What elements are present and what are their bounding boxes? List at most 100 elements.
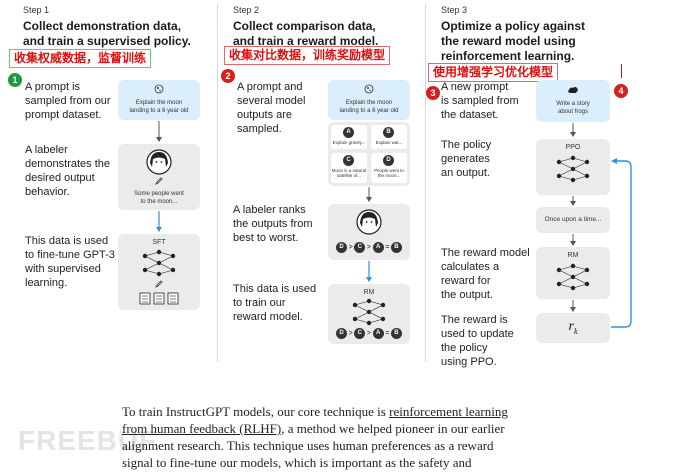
step1-desc-finetune: This data is used to fine-tune GPT-3 wit… <box>25 234 115 290</box>
labeler-avatar-icon <box>146 149 172 175</box>
desc-line: an output. <box>441 167 490 179</box>
labeler-text: Some people went <box>134 191 184 197</box>
step1-annotation: 收集权威数据，监督训练 <box>9 49 152 68</box>
neural-network-icon <box>556 155 590 183</box>
desc-line: generates <box>441 153 490 165</box>
step1-title-line1: Collect demonstration data, <box>23 19 182 33</box>
prompt-text: Explain the moon <box>345 100 393 106</box>
desc-line: A prompt and <box>237 81 303 93</box>
option-text: Explain gravity... <box>332 140 366 145</box>
step3-desc-reward: The reward model calculates a reward for… <box>441 246 530 302</box>
down-arrow-icon <box>156 121 162 142</box>
desc-line: behavior. <box>25 186 70 198</box>
watermark-logo: FREEBUF <box>18 425 158 456</box>
step1-prompt-card: Explain the moon landing to a 6 year old <box>118 80 200 120</box>
rank-operator: = <box>385 244 390 251</box>
step-divider <box>425 4 426 362</box>
option-text: the moon... <box>377 173 401 178</box>
rm-label: RM <box>363 289 375 296</box>
rank-item: B <box>390 242 402 253</box>
rank-item: C <box>354 242 366 253</box>
step1-title-line2: and train a supervised policy. <box>23 34 191 48</box>
rank-operator: > <box>348 330 353 337</box>
desc-line: The policy <box>441 139 492 151</box>
red-marker-line <box>621 64 622 78</box>
reward-value: rk <box>536 319 610 336</box>
desc-line: calculates a <box>441 261 500 273</box>
step2-desc-sample: A prompt and several model outputs are s… <box>237 80 305 136</box>
option-letter: C <box>343 155 354 166</box>
option-text: satellite of... <box>336 173 361 178</box>
desc-line: A new prompt <box>441 81 509 93</box>
desc-line: The reward is <box>441 314 508 326</box>
desc-line: to train our <box>233 297 286 309</box>
neural-network-icon <box>352 298 386 326</box>
option-text: Explain war... <box>375 140 403 145</box>
frog-icon <box>568 86 578 93</box>
rlhf-link[interactable]: reinforcement learning <box>389 404 508 419</box>
step4-badge: 4 <box>614 84 628 98</box>
step2-title-line1: Collect comparison data, <box>233 19 376 33</box>
desc-line: demonstrates the <box>25 158 110 170</box>
step2-badge: 2 <box>221 69 235 83</box>
step2-label: Step 2 <box>233 5 260 15</box>
rank-operator: > <box>366 244 372 251</box>
prompt-text: Explain the moon <box>135 100 183 106</box>
step3-badge: 3 <box>426 86 440 100</box>
step3-title-line3: reinforcement learning. <box>441 49 575 63</box>
step-divider <box>217 4 218 362</box>
prompt-text: landing to a 6 year old <box>339 108 399 114</box>
desc-line: outputs are <box>237 109 293 121</box>
desc-line: learning. <box>25 277 68 289</box>
output-option-a: A Explain gravity... <box>331 125 367 149</box>
documents-icon <box>139 292 179 305</box>
rm-label: RM <box>567 252 579 259</box>
step3-ppo-card: PPO <box>536 139 610 195</box>
prompt-text: landing to a 6 year old <box>129 108 189 114</box>
desc-line: the policy <box>441 342 488 354</box>
rank-operator: > <box>348 244 353 251</box>
ranking-row: D > C > A = B <box>336 242 402 253</box>
down-arrow-icon <box>366 187 372 202</box>
rlhf-link[interactable]: from human feedback (RLHF) <box>122 421 282 436</box>
reward-subscript: k <box>573 326 578 336</box>
step2-annotation: 收集对比数据，训练奖励模型 <box>224 46 391 65</box>
desc-line: A labeler ranks <box>233 204 306 216</box>
rank-item: A <box>372 242 384 253</box>
step1-label: Step 1 <box>23 5 50 15</box>
step3-label: Step 3 <box>441 5 468 15</box>
paragraph-text: , a method we helped pioneer in our earl… <box>281 421 505 436</box>
desc-line: the outputs from <box>233 218 313 230</box>
option-letter: A <box>343 127 354 138</box>
moon-icon <box>154 84 164 94</box>
labeler-avatar-icon <box>356 209 382 235</box>
desc-line: A prompt is <box>25 81 81 93</box>
paragraph-text: To train InstructGPT models, our core te… <box>122 404 390 419</box>
neural-network-icon <box>556 263 590 291</box>
step2-rm-card: RM D > C > A = B <box>328 284 410 344</box>
step1-desc-labeler: A labeler demonstrates the desired outpu… <box>25 143 110 199</box>
down-arrow-icon <box>570 196 576 206</box>
prompt-text: about frogs <box>557 109 589 115</box>
rank-operator: > <box>366 330 372 337</box>
step2-title-line2: and train a reward model. <box>233 34 379 48</box>
desc-line: A labeler <box>25 144 68 156</box>
output-option-d: D People went to the moon... <box>371 153 407 183</box>
step3-title-line2: the reward model using <box>441 34 576 48</box>
step3-rm-card: RM <box>536 247 610 299</box>
rank-item: D <box>336 328 347 339</box>
step2-ranker-card: D > C > A = B <box>328 204 410 260</box>
step3-title: Optimize a policy against the reward mod… <box>441 19 585 64</box>
feedback-loop-arrow-icon <box>611 158 632 328</box>
ranking-row: D > C > A = B <box>336 328 402 339</box>
option-text: People went to <box>374 168 404 173</box>
desc-line: is sampled from <box>441 95 519 107</box>
moon-icon <box>364 84 374 94</box>
step1-badge: 1 <box>8 73 22 87</box>
sft-label: SFT <box>152 239 166 246</box>
step1-title: Collect demonstration data, and train a … <box>23 19 191 49</box>
body-paragraph: To train InstructGPT models, our core te… <box>122 403 642 471</box>
step2-title: Collect comparison data, and train a rew… <box>233 19 378 49</box>
pencil-icon <box>155 177 163 185</box>
step2-desc-rank: A labeler ranks the outputs from best to… <box>233 203 313 245</box>
